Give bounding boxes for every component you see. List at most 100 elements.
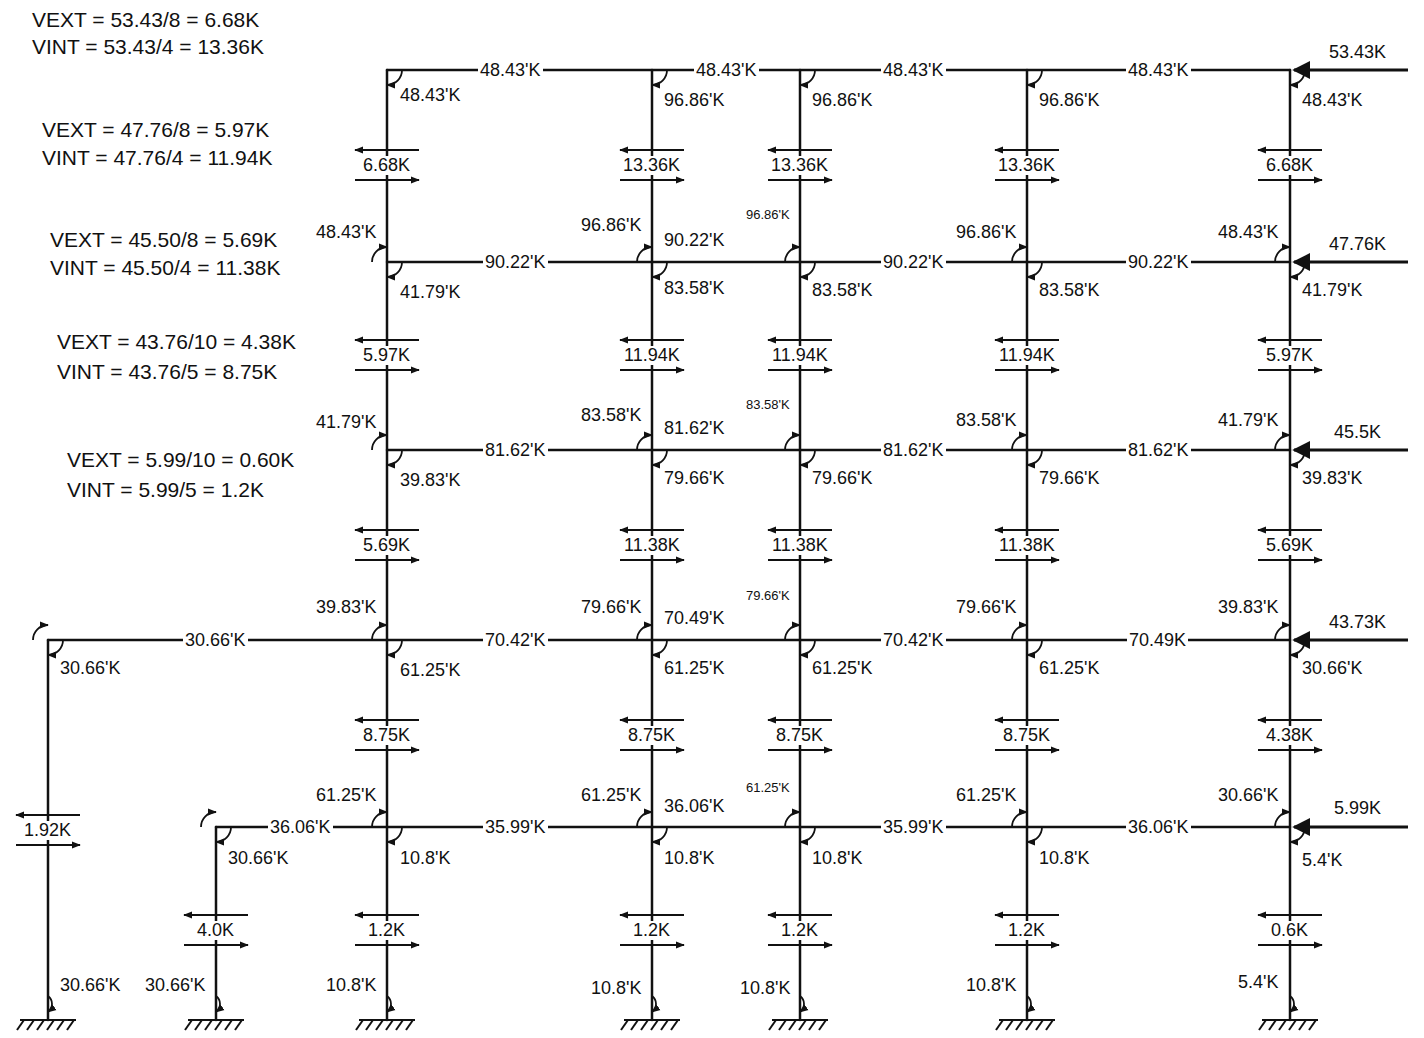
support-hatch — [651, 1020, 658, 1030]
shear-arrow — [1258, 369, 1322, 371]
shear-value: 4.38K — [1264, 726, 1315, 745]
shear-arrow — [1258, 179, 1322, 181]
shear-arrow — [16, 814, 80, 816]
support-hatch — [225, 1020, 232, 1030]
shear-arrow — [995, 179, 1059, 181]
shear-arrow — [768, 914, 832, 916]
shear-arrow — [355, 719, 419, 721]
support-hatch — [641, 1020, 648, 1030]
moment-arc — [800, 70, 815, 85]
shear-value: 13.36K — [769, 156, 830, 175]
moment-arc — [1275, 435, 1290, 450]
support-base — [999, 1019, 1055, 1021]
moment-value: 10.8'K — [589, 979, 643, 998]
moment-arc — [785, 247, 800, 262]
moment-arc — [1290, 996, 1294, 1012]
fixed-support — [185, 1020, 244, 1030]
moment-value: 39.83'K — [1216, 598, 1281, 617]
support-hatch — [195, 1020, 202, 1030]
moment-value: 36.06'K — [268, 818, 333, 837]
load-value: 53.43K — [1327, 43, 1388, 62]
moment-arc — [800, 640, 815, 655]
moment-value: 5.4'K — [1236, 973, 1280, 992]
moment-arc — [1275, 812, 1290, 827]
moment-value: 61.25'K — [579, 786, 644, 805]
shear-arrow — [995, 149, 1059, 151]
moment-value: 61.25'K — [1037, 659, 1102, 678]
moment-arc — [652, 996, 656, 1012]
load-arrow — [1294, 69, 1408, 72]
shear-value: 11.38K — [622, 536, 682, 555]
shear-value: 11.94K — [997, 346, 1057, 365]
moment-value: 90.22'K — [1126, 253, 1191, 272]
load-value: 43.73K — [1327, 613, 1388, 632]
support-hatch — [819, 1020, 826, 1030]
note-text: VEXT = 53.43/8 = 6.68K — [30, 9, 261, 31]
shear-arrow — [355, 944, 419, 946]
moment-arc — [637, 812, 652, 827]
shear-arrow — [620, 529, 684, 531]
moment-value: 10.8'K — [324, 976, 378, 995]
moment-value: 96.86'K — [744, 208, 792, 222]
moment-value: 79.66'K — [1037, 469, 1102, 488]
shear-arrow — [355, 339, 419, 341]
moment-value: 81.62'K — [881, 441, 946, 460]
moment-value: 10.8'K — [738, 979, 792, 998]
moment-arc — [216, 996, 220, 1012]
moment-value: 30.66'K — [183, 631, 248, 650]
support-hatch — [621, 1020, 628, 1030]
moment-arc — [387, 262, 402, 277]
moment-value: 39.83'K — [1300, 469, 1365, 488]
shear-value: 8.75K — [1001, 726, 1052, 745]
moment-value: 10.8'K — [662, 849, 716, 868]
support-base — [359, 1019, 415, 1021]
shear-value: 13.36K — [996, 156, 1057, 175]
moment-value: 5.4'K — [1300, 851, 1344, 870]
shear-value: 5.69K — [1264, 536, 1315, 555]
shear-arrow — [620, 559, 684, 561]
moment-value: 90.22'K — [881, 253, 946, 272]
moment-arc — [48, 640, 63, 655]
note-text: VINT = 53.43/4 = 13.36K — [30, 36, 266, 58]
moment-arc — [1290, 70, 1305, 85]
note-text: VEXT = 5.99/10 = 0.60K — [65, 449, 296, 471]
moment-value: 79.66'K — [744, 589, 792, 603]
moment-arc — [1027, 450, 1042, 465]
shear-arrow — [1258, 529, 1322, 531]
moment-value: 30.66'K — [226, 849, 291, 868]
shear-value: 1.2K — [1006, 921, 1047, 940]
shear-arrow — [995, 749, 1059, 751]
support-hatch — [1299, 1020, 1306, 1030]
shear-value: 5.69K — [361, 536, 412, 555]
moment-value: 81.62'K — [1126, 441, 1191, 460]
support-hatch — [1026, 1020, 1033, 1030]
moment-arc — [785, 812, 800, 827]
moment-value: 79.66'K — [954, 598, 1019, 617]
support-base — [624, 1019, 680, 1021]
shear-arrows — [16, 150, 1322, 945]
shear-arrow — [184, 944, 248, 946]
moment-value: 83.58'K — [579, 406, 644, 425]
support-hatch — [366, 1020, 373, 1030]
shear-arrow — [768, 149, 832, 151]
fixed-support — [1259, 1020, 1318, 1030]
support-hatch — [215, 1020, 222, 1030]
moment-arc — [652, 640, 667, 655]
moment-value: 35.99'K — [483, 818, 548, 837]
moment-arcs — [33, 70, 1305, 1012]
moment-value: 79.66'K — [662, 469, 727, 488]
support-base — [1262, 1019, 1318, 1021]
note-text: VEXT = 45.50/8 = 5.69K — [48, 229, 279, 251]
shear-value: 8.75K — [361, 726, 412, 745]
moment-arc — [1012, 625, 1027, 640]
moment-value: 35.99'K — [881, 818, 946, 837]
note-text: VINT = 47.76/4 = 11.94K — [40, 147, 274, 169]
load-arrow — [1294, 449, 1408, 452]
shear-arrow — [620, 369, 684, 371]
shear-value: 11.94K — [622, 346, 682, 365]
note-text: VINT = 43.76/5 = 8.75K — [55, 361, 279, 383]
load-arrows — [1294, 70, 1408, 827]
fixed-support — [996, 1020, 1055, 1030]
shear-arrow — [768, 529, 832, 531]
moment-value: 70.49'K — [662, 609, 727, 628]
